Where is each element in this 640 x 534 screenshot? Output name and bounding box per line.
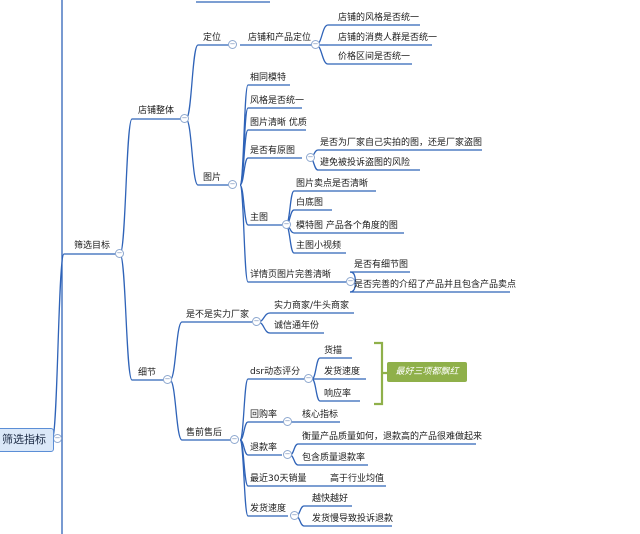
node-repurchase[interactable]: 回购率: [250, 410, 278, 420]
node-store-product-positioning[interactable]: 店铺和产品定位: [248, 33, 312, 43]
node-faster-better[interactable]: 越快越好: [312, 494, 349, 504]
node-strength-factory[interactable]: 是不是实力厂家: [186, 310, 250, 320]
collapse-toggle[interactable]: −: [282, 220, 291, 229]
node-product-intro[interactable]: 是否完善的介绍了产品并且包含产品卖点: [354, 280, 517, 290]
node-sales30[interactable]: 最近30天销量: [250, 474, 307, 484]
collapse-toggle[interactable]: −: [228, 180, 237, 189]
node-image-quality[interactable]: 图片清晰 优质: [250, 118, 307, 128]
node-avoid-complaint[interactable]: 避免被投诉盗图的风险: [320, 158, 411, 168]
node-shipping-speed[interactable]: 发货速度: [250, 504, 287, 514]
node-detail-page[interactable]: 详情页图片完善清晰: [250, 270, 332, 280]
node-images[interactable]: 图片: [203, 173, 222, 183]
node-store-overall[interactable]: 店铺整体: [138, 106, 175, 116]
node-has-detail-image[interactable]: 是否有细节图: [354, 260, 409, 270]
node-trust-years[interactable]: 诚信通年份: [274, 321, 320, 331]
node-dsr[interactable]: dsr动态评分: [250, 367, 301, 377]
node-core-metric[interactable]: 核心指标: [302, 410, 339, 420]
collapse-toggle[interactable]: −: [115, 249, 124, 258]
node-consumer-unified[interactable]: 店铺的消费人群是否统一: [338, 33, 438, 43]
node-refund-rate[interactable]: 退款率: [250, 443, 278, 453]
collapse-toggle[interactable]: −: [304, 374, 313, 383]
node-presale-aftersale[interactable]: 售前售后: [186, 428, 223, 438]
node-response-rate[interactable]: 响应率: [324, 389, 352, 399]
root-node[interactable]: 筛选指标: [0, 428, 54, 452]
node-ship-speed[interactable]: 发货速度: [324, 367, 361, 377]
collapse-toggle[interactable]: −: [163, 375, 172, 384]
collapse-toggle[interactable]: −: [283, 450, 292, 459]
node-style-unified[interactable]: 店铺的风格是否统一: [338, 13, 420, 23]
node-main-video[interactable]: 主图小视频: [296, 241, 342, 251]
node-details[interactable]: 细节: [138, 368, 157, 378]
node-white-background[interactable]: 白底图: [296, 198, 324, 208]
node-quality-refund[interactable]: 包含质量退款率: [302, 453, 366, 463]
collapse-toggle[interactable]: −: [346, 277, 355, 286]
collapse-toggle[interactable]: −: [306, 153, 315, 162]
node-positioning[interactable]: 定位: [203, 33, 222, 43]
collapse-toggle[interactable]: −: [230, 435, 239, 444]
node-same-model[interactable]: 相同模特: [250, 73, 287, 83]
node-model-angles[interactable]: 模特图 产品各个角度的图: [296, 221, 398, 231]
dsr-bracket: [374, 341, 387, 406]
node-main-image[interactable]: 主图: [250, 213, 269, 223]
collapse-toggle[interactable]: −: [228, 40, 237, 49]
collapse-toggle[interactable]: −: [283, 417, 292, 426]
node-image-style[interactable]: 风格是否统一: [250, 96, 305, 106]
collapse-toggle[interactable]: −: [290, 511, 299, 520]
collapse-toggle[interactable]: −: [180, 114, 189, 123]
collapse-toggle[interactable]: −: [53, 434, 62, 443]
node-above-average[interactable]: 高于行业均值: [330, 474, 385, 484]
collapse-toggle[interactable]: −: [252, 317, 261, 326]
node-description[interactable]: 货描: [324, 346, 343, 356]
node-strength-merchant[interactable]: 实力商家/牛头商家: [274, 301, 350, 311]
node-selling-point-clear[interactable]: 图片卖点是否清晰: [296, 179, 369, 189]
collapse-toggle[interactable]: −: [311, 40, 320, 49]
node-quality-measure[interactable]: 衡量产品质量如何，退款高的产品很难做起来: [302, 432, 483, 442]
node-price-unified[interactable]: 价格区间是否统一: [338, 52, 411, 62]
node-screening-goal[interactable]: 筛选目标: [74, 241, 111, 251]
node-original-image[interactable]: 是否有原图: [250, 146, 296, 156]
dsr-callout[interactable]: 最好三项都飘红: [387, 362, 467, 382]
node-factory-photo[interactable]: 是否为厂家自己实拍的图，还是厂家盗图: [320, 138, 483, 148]
node-slow-complaint[interactable]: 发货慢导致投诉退款: [312, 514, 394, 524]
